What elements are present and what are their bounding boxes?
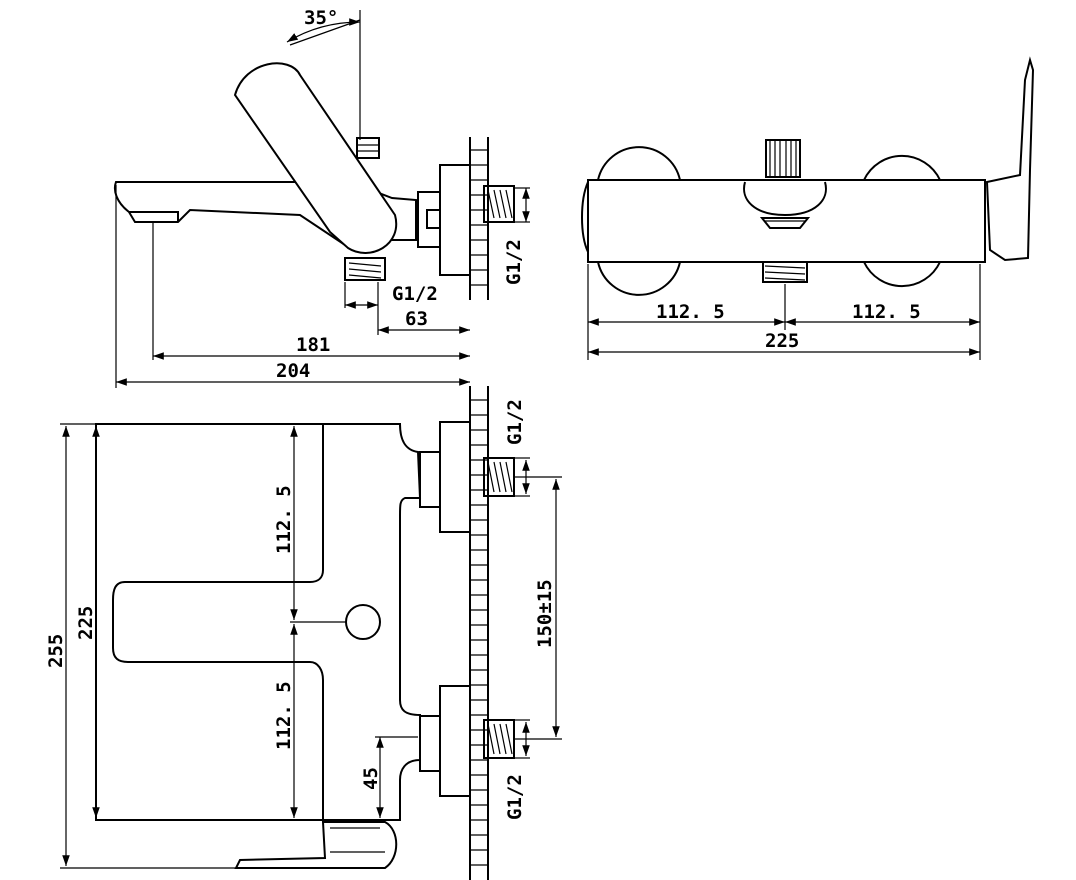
dim-181: 181 bbox=[296, 334, 330, 356]
dim-63: 63 bbox=[405, 308, 428, 330]
angle-label: 35° bbox=[304, 7, 338, 29]
front-dim-right: 112. 5 bbox=[852, 301, 921, 323]
front-dim-total: 225 bbox=[765, 330, 799, 352]
side-thread-label: G1/2 bbox=[392, 283, 438, 305]
side-spout bbox=[113, 176, 417, 247]
dim-45: 45 bbox=[360, 767, 382, 790]
front-dim-left: 112. 5 bbox=[656, 301, 725, 323]
dim-255: 255 bbox=[45, 634, 67, 668]
top-thread-upper: G1/2 bbox=[504, 399, 526, 445]
top-wall bbox=[469, 386, 489, 880]
front-lever bbox=[985, 56, 1035, 262]
side-lever bbox=[233, 62, 398, 254]
side-wall-thread-label: G1/2 bbox=[503, 239, 525, 285]
top-center-knob bbox=[345, 604, 381, 640]
side-view: 35° G1/2 63 181 204 G1/2 bbox=[113, 7, 530, 388]
side-wall bbox=[469, 137, 489, 300]
top-thread-lower: G1/2 bbox=[504, 774, 526, 820]
dim-225: 225 bbox=[75, 606, 97, 640]
side-threaded-pipe bbox=[483, 185, 515, 223]
top-body bbox=[95, 423, 422, 821]
side-flange bbox=[439, 164, 471, 276]
top-dim-upper: 112. 5 bbox=[273, 485, 295, 554]
top-dim-lower: 112. 5 bbox=[273, 681, 295, 750]
dim-204: 204 bbox=[276, 360, 310, 382]
top-view: 255 225 112. 5 112. 5 45 150±15 G1/2 G1/… bbox=[45, 386, 562, 880]
front-view: 112. 5 112. 5 225 bbox=[581, 56, 1035, 360]
dim-spacing: 150±15 bbox=[534, 579, 556, 648]
